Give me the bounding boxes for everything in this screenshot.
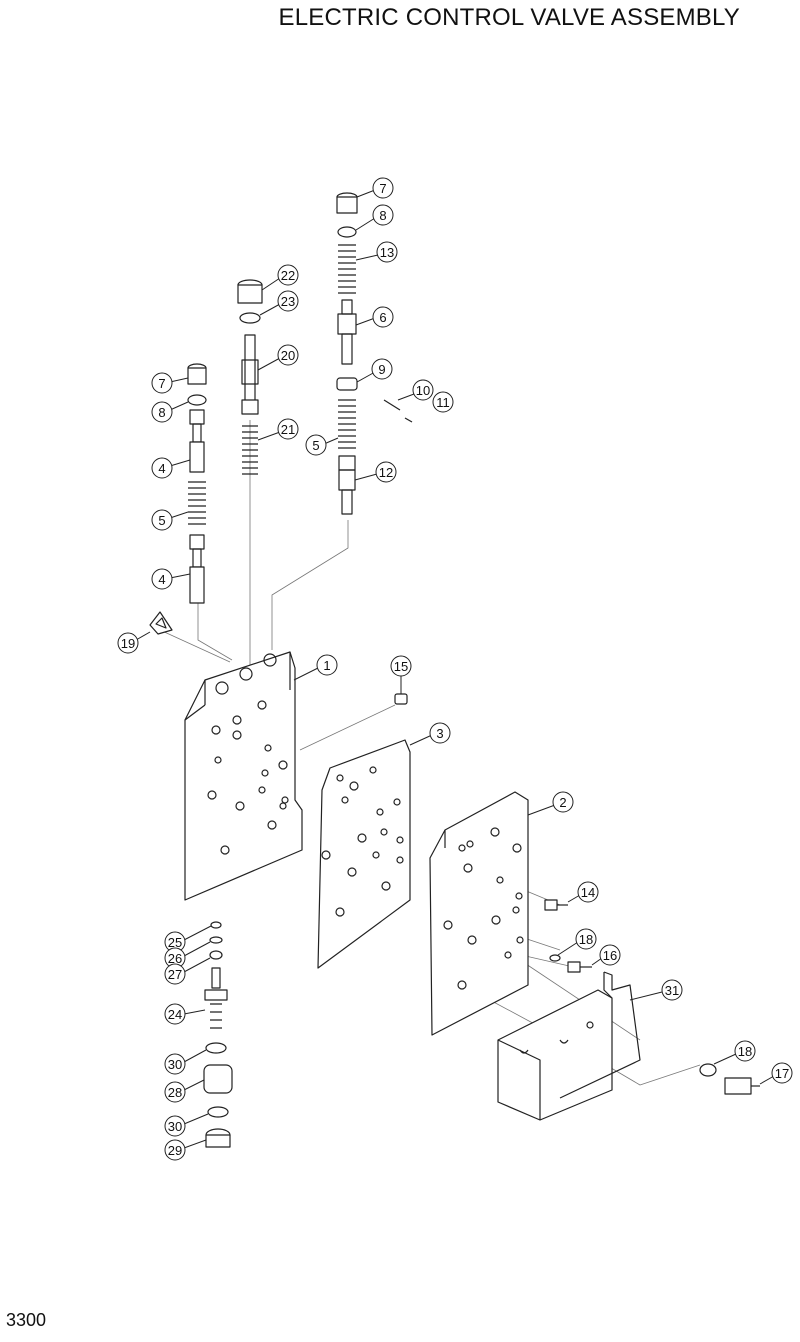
svg-text:29: 29 [168,1143,182,1158]
svg-text:4: 4 [158,572,165,587]
svg-text:5: 5 [158,513,165,528]
callout-4-lower: 4 [151,568,191,590]
svg-text:6: 6 [379,310,386,325]
svg-text:2: 2 [559,795,566,810]
callout-11: 11 [432,391,454,413]
svg-text:30: 30 [168,1119,182,1134]
callout-1: 1 [293,654,338,681]
callout-19: 19 [117,631,151,654]
svg-text:27: 27 [168,967,182,982]
svg-text:9: 9 [378,362,385,377]
svg-text:26: 26 [168,951,182,966]
svg-text:20: 20 [281,348,295,363]
svg-text:18: 18 [579,932,593,947]
callout-6: 6 [355,306,394,328]
callout-12: 12 [354,461,397,483]
svg-text:14: 14 [581,885,595,900]
svg-text:8: 8 [379,208,386,223]
callout-14: 14 [567,881,599,903]
pin-part-15 [394,693,408,705]
callout-30-lower: 30 [164,1113,209,1137]
callout-10: 10 [397,379,434,401]
svg-text:8: 8 [158,405,165,420]
callout-23: 23 [259,290,299,316]
svg-text:4: 4 [158,461,165,476]
callout-26: 26 [164,941,211,969]
cover-part-31 [497,971,641,1121]
callout-20: 20 [257,344,299,371]
svg-text:28: 28 [168,1085,182,1100]
left-spool-stack [187,363,207,604]
callout-9: 9 [356,358,393,383]
bottom-connector-stack [203,921,233,1148]
svg-text:16: 16 [603,948,617,963]
callout-22: 22 [261,264,299,291]
callout-29: 29 [164,1139,207,1161]
gasket-part-3 [317,739,411,969]
clip-part-19 [149,611,173,635]
svg-text:21: 21 [281,422,295,437]
callout-7-left: 7 [151,372,189,394]
callout-7-top: 7 [356,177,394,199]
callout-31: 31 [629,979,683,1001]
callout-17: 17 [759,1062,793,1085]
callout-bubbles: 7 8 13 6 9 10 11 5 12 22 23 20 21 7 8 4 … [117,177,793,1161]
svg-text:19: 19 [121,636,135,651]
callout-24: 24 [164,1003,206,1025]
svg-text:31: 31 [665,983,679,998]
svg-text:11: 11 [436,395,450,410]
callout-8-left: 8 [151,401,189,423]
svg-text:18: 18 [738,1044,752,1059]
valve-body-part-1 [184,651,303,901]
svg-text:5: 5 [312,438,319,453]
callout-5-right: 5 [305,434,339,456]
plate-part-2 [429,791,529,1036]
svg-text:24: 24 [168,1007,182,1022]
svg-text:12: 12 [379,465,393,480]
svg-text:17: 17 [775,1066,789,1081]
svg-text:10: 10 [416,383,430,398]
svg-text:25: 25 [168,935,182,950]
page-title: ELECTRIC CONTROL VALVE ASSEMBLY [278,4,740,31]
callout-4-upper: 4 [151,457,191,479]
callout-21: 21 [257,418,299,441]
callout-8-top: 8 [355,204,394,231]
svg-text:13: 13 [380,245,394,260]
svg-text:3: 3 [436,726,443,741]
page-number: 3300 [6,1310,47,1330]
svg-text:15: 15 [394,659,408,674]
callout-18-mid: 18 [557,928,597,956]
callout-27: 27 [164,957,211,985]
svg-text:23: 23 [281,294,295,309]
callout-13: 13 [355,241,398,263]
svg-text:30: 30 [168,1057,182,1072]
middle-spool-stack [237,279,263,475]
callout-3: 3 [409,722,451,746]
callout-25: 25 [164,925,212,953]
svg-text:1: 1 [323,658,330,673]
callout-16: 16 [591,944,621,966]
svg-text:7: 7 [379,181,386,196]
callout-5-left: 5 [151,509,189,531]
callout-15: 15 [390,655,412,694]
svg-text:7: 7 [158,376,165,391]
callout-28: 28 [164,1079,205,1103]
callout-2: 2 [527,791,574,816]
callout-30-upper: 30 [164,1049,207,1075]
svg-text:22: 22 [281,268,295,283]
right-spool-stack [336,192,413,515]
fasteners [544,899,760,1095]
callout-18-right: 18 [713,1040,756,1065]
